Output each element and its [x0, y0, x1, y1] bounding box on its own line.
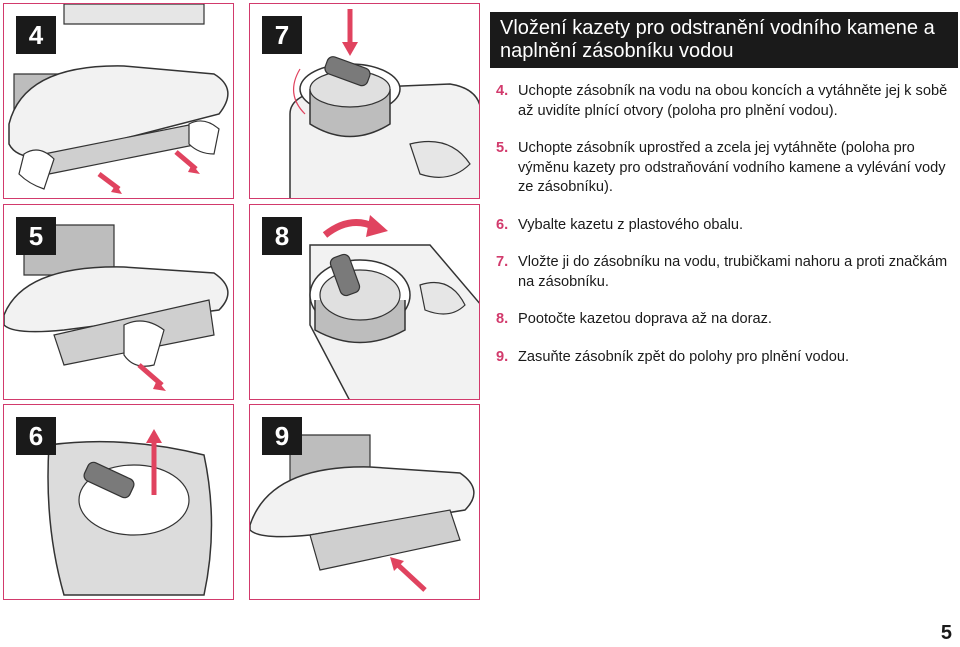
- section-title: Vložení kazety pro odstranění vodního ka…: [490, 12, 958, 68]
- panel-number-8: 8: [262, 217, 302, 255]
- cartridge-insert-illustration: [289, 9, 479, 198]
- panel-number-5: 5: [16, 217, 56, 255]
- tank-remove-illustration: [4, 224, 229, 391]
- step-text: Zasuňte zásobník zpět do polohy pro plně…: [518, 348, 850, 365]
- illustration-panel-5: 5: [3, 204, 234, 400]
- step-text: Pootočte kazetou doprava až na doraz.: [518, 311, 772, 327]
- panel-number-9: 9: [262, 417, 302, 455]
- step-text: Uchopte zásobník na vodu na obou koncích…: [518, 83, 948, 119]
- step-number: 8.: [496, 311, 509, 327]
- iron-tank-pull-illustration: [8, 4, 229, 194]
- step-number: 4.: [496, 83, 509, 99]
- step-number: 9.: [496, 348, 509, 365]
- instruction-steps: 4. Uchopte zásobník na vodu na obou konc…: [496, 82, 956, 385]
- tank-insert-illustration: [250, 434, 475, 592]
- step-text: Vybalte kazetu z plastového obalu.: [518, 216, 743, 233]
- illustration-panel-6: 6: [3, 404, 234, 600]
- illustration-panel-7: 7: [249, 3, 480, 199]
- step-item: 5. Uchopte zásobník uprostřed a zcela je…: [496, 139, 956, 198]
- step-text: Uchopte zásobník uprostřed a zcela jej v…: [518, 140, 946, 195]
- step-number: 6.: [496, 216, 509, 233]
- step-item: 7. Vložte ji do zásobníku na vodu, trubi…: [496, 253, 956, 292]
- page-number: 5: [940, 622, 952, 644]
- illustration-panel-4: 4: [3, 3, 234, 199]
- step-item: 8. Pootočte kazetou doprava až na doraz.: [496, 310, 956, 330]
- step-item: 9. Zasuňte zásobník zpět do polohy pro p…: [496, 348, 956, 368]
- step-text: Vložte ji do zásobníku na vodu, trubička…: [518, 254, 948, 290]
- cartridge-unpack-illustration: [47, 429, 213, 596]
- step-number: 7.: [496, 254, 509, 270]
- cartridge-rotate-illustration: [309, 215, 479, 399]
- step-item: 4. Uchopte zásobník na vodu na obou konc…: [496, 82, 956, 121]
- step-number: 5.: [496, 140, 509, 156]
- panel-number-6: 6: [16, 417, 56, 455]
- panel-number-7: 7: [262, 16, 302, 54]
- step-item: 6. Vybalte kazetu z plastového obalu.: [496, 216, 956, 236]
- illustration-panel-8: 8: [249, 204, 480, 400]
- illustration-panel-9: 9: [249, 404, 480, 600]
- panel-number-4: 4: [16, 16, 56, 54]
